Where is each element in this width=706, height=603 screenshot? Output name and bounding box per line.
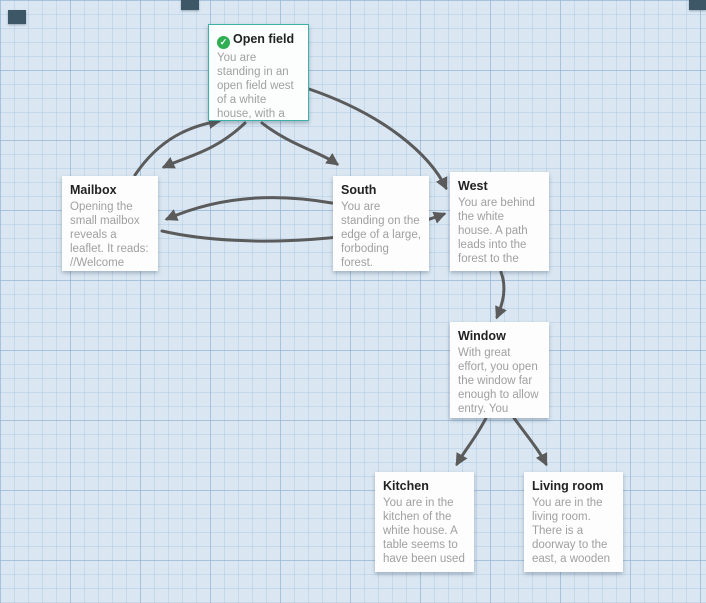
node-title: Living room [532,479,604,493]
node-body: You are in the kitchen of the white hous… [383,497,465,565]
offscreen-node-fragment[interactable] [181,0,199,10]
arrow-mailbox-to-openfield [133,116,222,177]
node-title: Mailbox [70,183,117,197]
arrow-west-to-window [495,270,507,320]
node-title: ✓Open field [217,31,300,49]
offscreen-node-fragment[interactable] [8,10,26,24]
arrow-openfield-to-south [260,121,340,166]
node-body: You are in the living room. There is a d… [532,497,611,565]
node-title: Kitchen [383,479,429,493]
node-body: You are behind the white house. A path l… [458,197,535,265]
node-body: You are standing in an open field west o… [217,52,294,120]
passage-node-window[interactable]: Window With great effort, you open the w… [450,322,549,418]
node-title: Window [458,329,506,343]
node-body: With great effort, you open the window f… [458,347,539,415]
node-title: South [341,183,377,197]
passage-node-south[interactable]: South You are standing on the edge of a … [333,176,429,271]
passage-node-west[interactable]: West You are behind the white house. A p… [450,172,549,271]
arrow-window-to-kitchen [455,416,488,467]
arrow-openfield-to-mailbox [161,121,247,169]
passage-node-kitchen[interactable]: Kitchen You are in the kitchen of the wh… [375,472,474,572]
arrow-south-to-mailbox [164,196,334,221]
passage-node-mailbox[interactable]: Mailbox Opening the small mailbox reveal… [62,176,158,271]
node-body: Opening the small mailbox reveals a leaf… [70,201,149,269]
passage-node-living-room[interactable]: Living room You are in the living room. … [524,472,623,572]
passage-node-open-field[interactable]: ✓Open field You are standing in an open … [208,24,309,121]
node-title: West [458,179,488,193]
arrow-window-to-livingroom [512,416,548,467]
arrow-openfield-to-west [307,87,448,191]
check-icon: ✓ [217,36,230,49]
node-body: You are standing on the edge of a large,… [341,201,421,269]
offscreen-node-fragment[interactable] [689,0,706,10]
